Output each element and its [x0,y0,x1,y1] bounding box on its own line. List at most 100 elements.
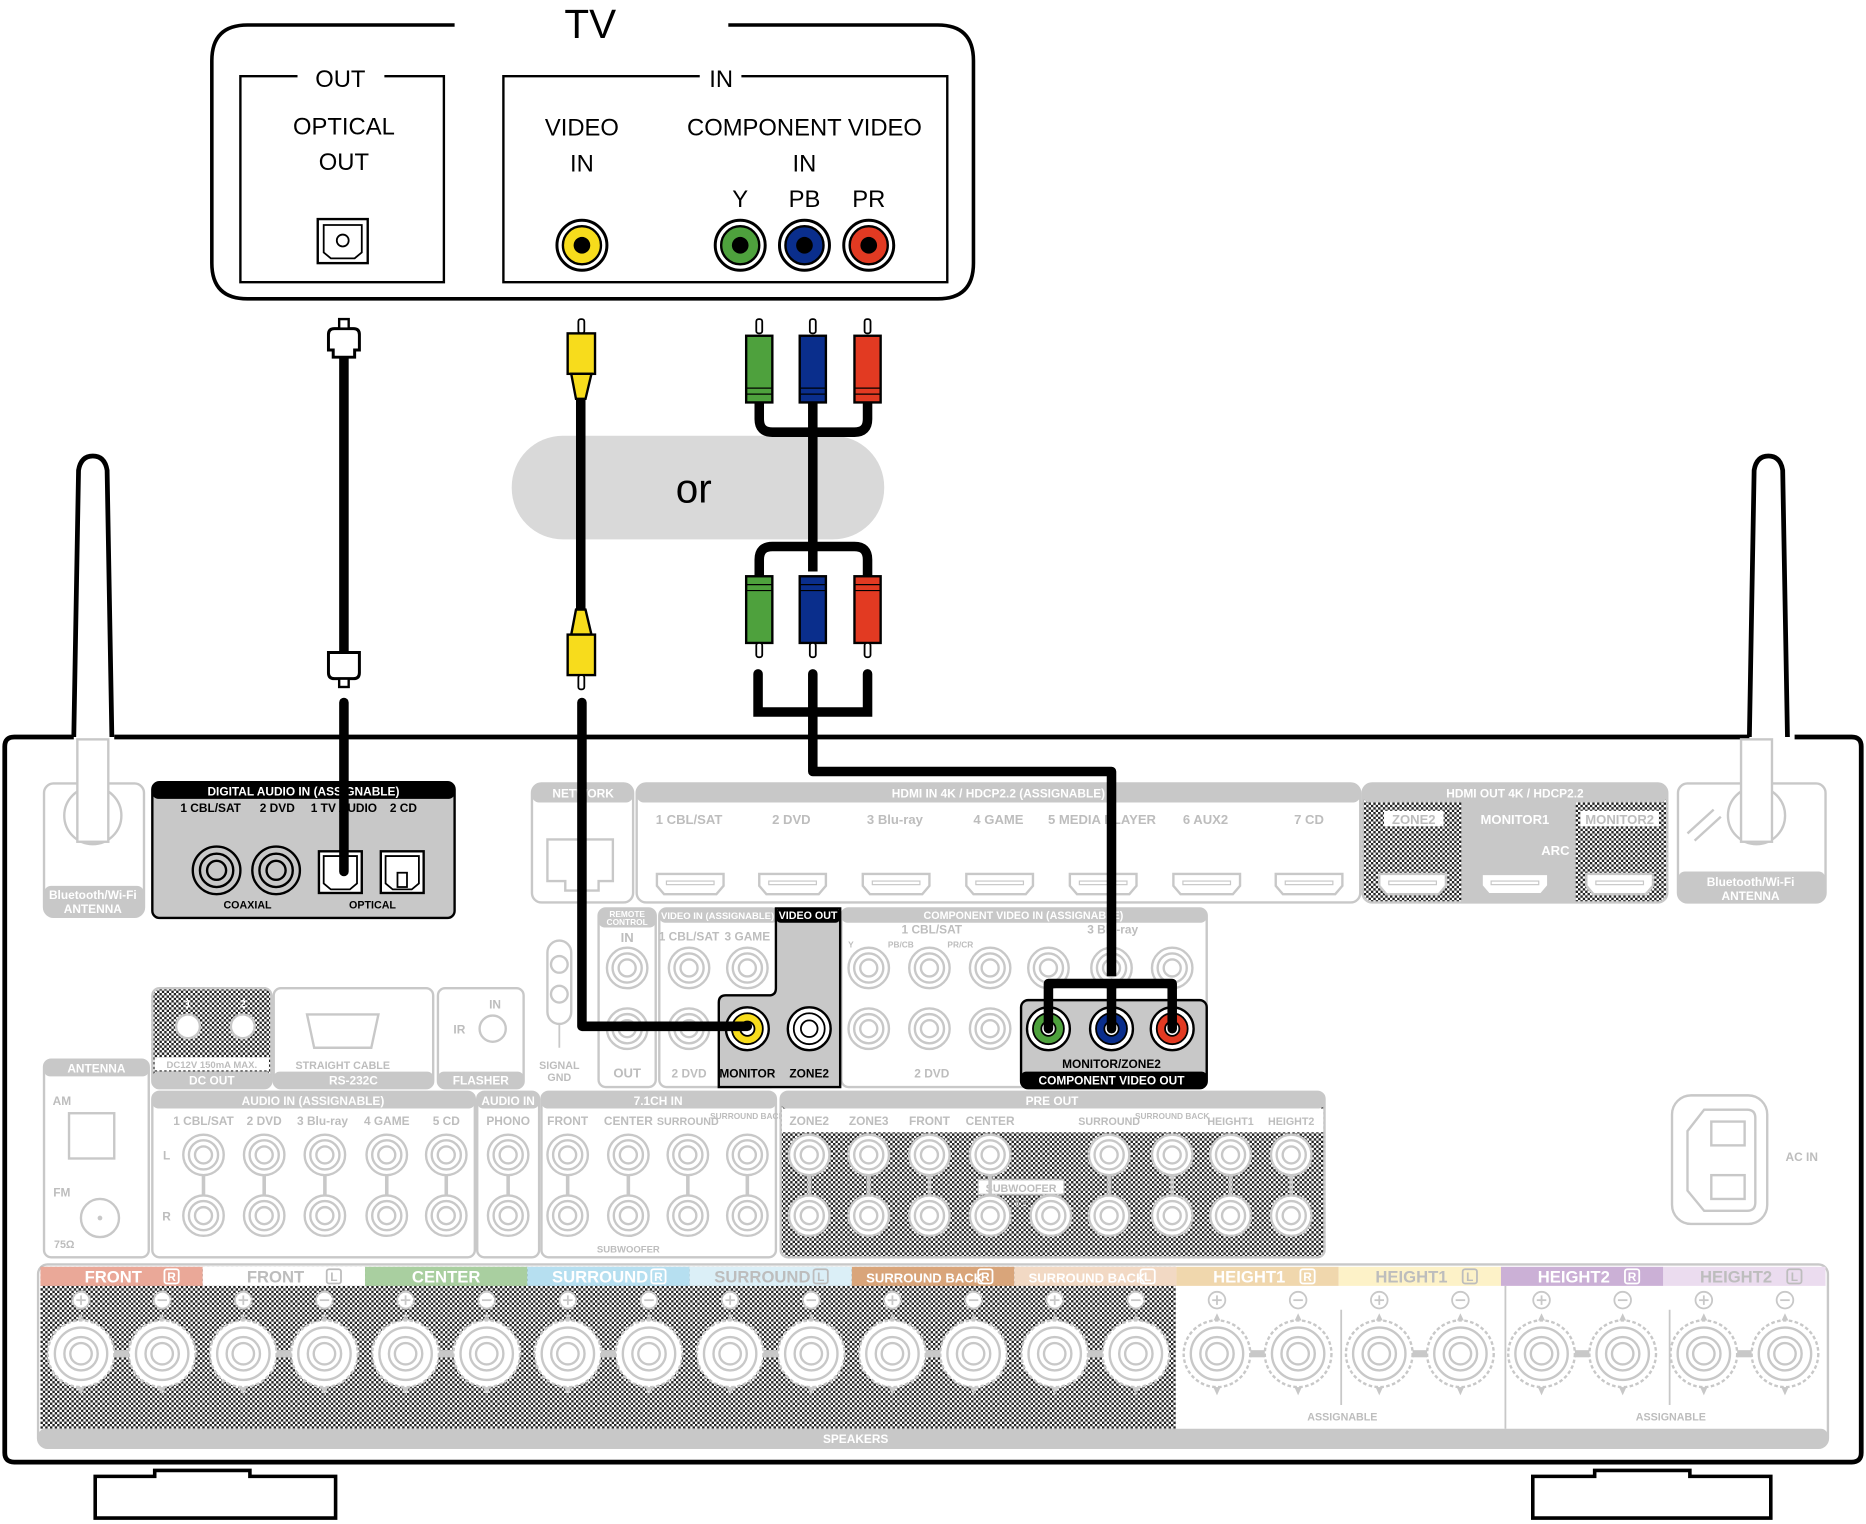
audio-jack[interactable] [303,1194,347,1238]
audio-jack[interactable] [365,1133,409,1177]
audio-jack[interactable] [725,1133,769,1177]
composite-plug-tv[interactable] [566,332,597,376]
am-terminal[interactable] [67,1112,116,1160]
audio-jack[interactable] [365,1194,409,1238]
audio-jack[interactable] [1087,1133,1131,1177]
tv-video-in-jack[interactable] [555,218,609,272]
audio-jack[interactable] [1087,1194,1131,1238]
audio-jack[interactable] [968,1133,1012,1177]
tv-component-pr-jack[interactable] [842,218,896,272]
optical-plug-tv[interactable] [326,327,361,359]
audio-jack[interactable] [1150,1194,1194,1238]
speaker-terminal-plus[interactable] [208,1290,278,1396]
audio-jack[interactable] [606,1133,650,1177]
speaker-terminal-plus[interactable] [1507,1290,1577,1396]
audio-jack[interactable] [666,1194,710,1238]
component-plug-blue-tv[interactable] [798,334,828,404]
video-in-3-jack[interactable] [725,946,769,990]
speaker-terminal-plus[interactable] [1344,1290,1414,1396]
audio-jack[interactable] [242,1133,286,1177]
audio-jack[interactable] [182,1194,225,1238]
audio-jack[interactable] [725,1194,769,1238]
flasher-jack[interactable] [478,1014,507,1043]
optical-jack-2[interactable] [379,850,425,895]
component-plug-blue-receiver[interactable] [798,575,828,645]
speaker-terminal-minus[interactable] [289,1290,359,1396]
audio-jack[interactable] [1150,1133,1194,1177]
component-plug-red-tv[interactable] [853,334,882,404]
flasher-in-label: IN [489,997,501,1011]
speaker-terminal-plus[interactable] [46,1290,116,1396]
speaker-terminal-plus[interactable] [1669,1290,1739,1396]
component-in-jack[interactable] [908,1007,951,1051]
audio-jack[interactable] [424,1133,468,1177]
video-out-zone2-jack[interactable] [786,1006,832,1052]
audio-jack[interactable] [847,1194,891,1238]
audio-jack[interactable] [1269,1194,1313,1238]
speaker-terminal-plus[interactable] [695,1290,765,1396]
coaxial-jack-2[interactable] [251,845,302,896]
audio-jack[interactable] [666,1133,710,1177]
audio-jack[interactable] [1209,1194,1252,1238]
audio-jack[interactable] [182,1133,225,1177]
audio-jack[interactable] [968,1194,1012,1238]
audio-jack[interactable] [1209,1133,1252,1177]
fm-terminal[interactable] [79,1197,121,1239]
speaker-channel-header [1014,1266,1177,1286]
audio-jack[interactable] [242,1194,286,1238]
audio-jack[interactable] [486,1194,530,1238]
coaxial-jack-1[interactable] [191,845,242,896]
speaker-terminal-minus[interactable] [1750,1290,1820,1396]
audio-jack[interactable] [1269,1133,1313,1177]
audio-in-3: 3 Blu-ray [297,1114,348,1128]
component-plug-green-receiver[interactable] [744,575,774,645]
rs232c-port[interactable] [305,1013,380,1049]
component-in-jack[interactable] [968,946,1012,990]
speaker-terminal-minus[interactable] [1263,1290,1333,1396]
component-in-title: COMPONENT VIDEO IN (ASSIGNABLE) [924,910,1124,922]
optical-plug-receiver[interactable] [326,650,361,681]
speaker-terminal-plus[interactable] [1020,1290,1090,1396]
video-in-1-jack[interactable] [667,946,711,990]
speaker-terminal-minus[interactable] [1588,1290,1658,1396]
video-out-monitor-label: MONITOR [719,1067,775,1081]
component-plug-green-tv[interactable] [744,334,774,404]
speaker-terminal-minus[interactable] [1101,1290,1171,1396]
tv-component-pb-jack[interactable] [777,218,831,272]
speaker-channel-header [40,1266,203,1286]
speaker-channel-label: HEIGHT1 [1213,1267,1285,1286]
subwoofer-jack[interactable] [1029,1194,1073,1238]
audio-jack[interactable] [303,1133,347,1177]
audio-jack[interactable] [908,1194,951,1238]
audio-jack[interactable] [486,1133,530,1177]
speaker-terminal-minus[interactable] [614,1290,684,1396]
audio-jack[interactable] [546,1194,590,1238]
speaker-terminal-minus[interactable] [776,1290,846,1396]
audio-jack[interactable] [424,1194,468,1238]
audio-jack[interactable] [606,1194,650,1238]
ethernet-port[interactable] [546,838,615,892]
component-plug-red-receiver[interactable] [853,575,882,645]
component-in-jack[interactable] [968,1007,1012,1051]
tv-component-y-jack[interactable] [713,218,767,272]
remote-in-jack[interactable] [605,946,649,990]
audio-jack[interactable] [546,1133,590,1177]
speaker-terminal-plus[interactable] [533,1290,603,1396]
audio-jack[interactable] [787,1194,831,1238]
speaker-terminal-plus[interactable] [1182,1290,1252,1396]
component-in-jack[interactable] [847,946,891,990]
tv-optical-out-port[interactable] [316,217,369,265]
speaker-terminal-minus[interactable] [939,1290,1009,1396]
audio-jack[interactable] [787,1133,831,1177]
composite-plug-receiver[interactable] [566,633,597,677]
ac-inlet[interactable] [1670,1094,1769,1226]
audio-jack[interactable] [847,1133,891,1177]
speaker-terminal-minus[interactable] [127,1290,197,1396]
audio-jack[interactable] [908,1133,951,1177]
speaker-terminal-minus[interactable] [452,1290,522,1396]
component-in-jack[interactable] [847,1007,891,1051]
video-out-title: VIDEO OUT [779,910,838,922]
speaker-terminal-plus[interactable] [371,1290,441,1396]
component-in-jack[interactable] [908,946,951,990]
